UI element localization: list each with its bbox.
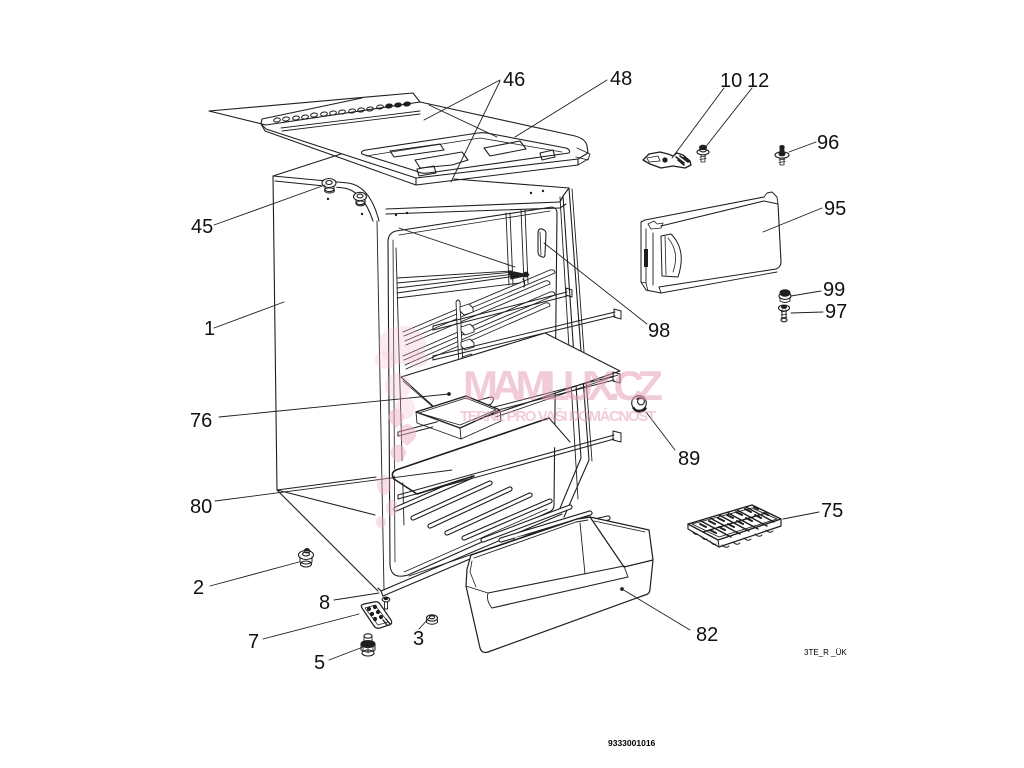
svg-text:9333001016: 9333001016 [608,738,656,748]
svg-text:2: 2 [193,577,204,599]
svg-text:5: 5 [314,652,325,674]
svg-text:1: 1 [204,318,215,340]
svg-text:97: 97 [825,301,847,323]
svg-text:99: 99 [823,279,845,301]
svg-text:80: 80 [190,496,212,518]
svg-text:98: 98 [648,320,670,342]
svg-text:7: 7 [248,631,259,653]
svg-text:10: 10 [720,70,742,92]
svg-text:45: 45 [191,216,213,238]
svg-text:3TE_R _ÜK: 3TE_R _ÜK [804,648,847,657]
svg-text:3: 3 [413,628,424,650]
svg-text:46: 46 [503,69,525,91]
svg-text:TERNÉ PRO VAŠI DOMÁCNOST: TERNÉ PRO VAŠI DOMÁCNOST [460,407,656,425]
svg-text:76: 76 [190,410,212,432]
svg-text:75: 75 [821,500,843,522]
svg-text:89: 89 [678,448,700,470]
svg-text:12: 12 [747,70,769,92]
svg-text:8: 8 [319,592,330,614]
svg-text:96: 96 [817,132,839,154]
svg-text:82: 82 [696,624,718,646]
svg-text:95: 95 [824,198,846,220]
svg-text:48: 48 [610,68,632,90]
svg-text:MAMLUX.CZ: MAMLUX.CZ [463,362,663,409]
